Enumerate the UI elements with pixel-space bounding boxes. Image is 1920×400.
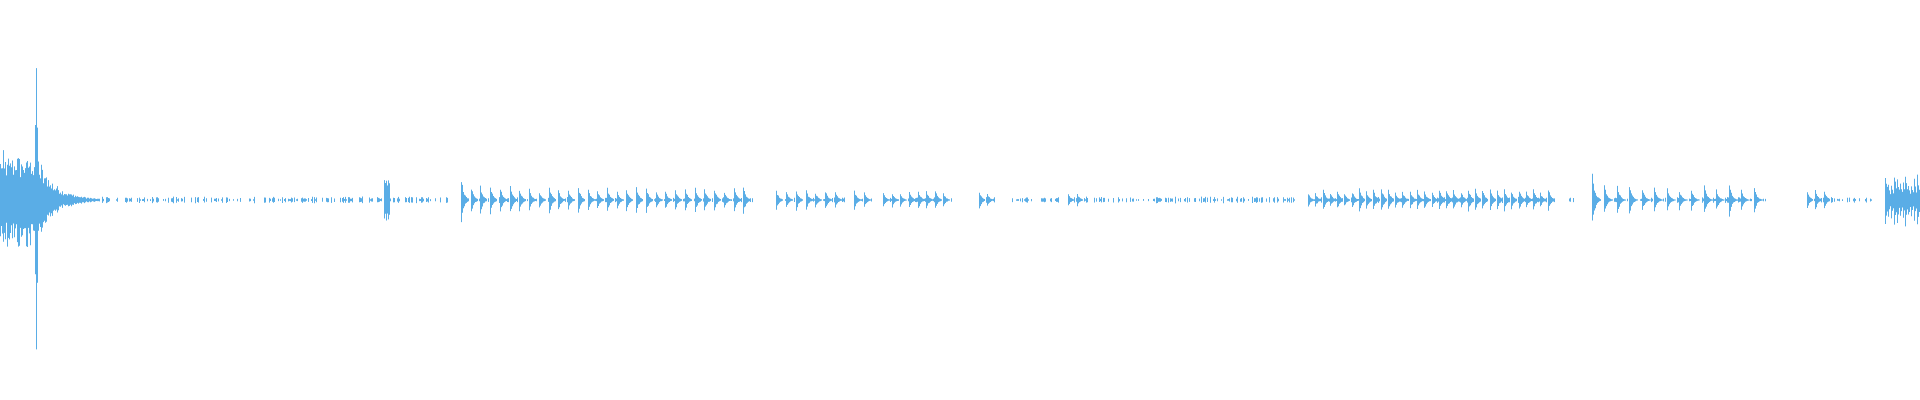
waveform-path xyxy=(0,68,1920,350)
waveform-samples xyxy=(0,68,1920,350)
